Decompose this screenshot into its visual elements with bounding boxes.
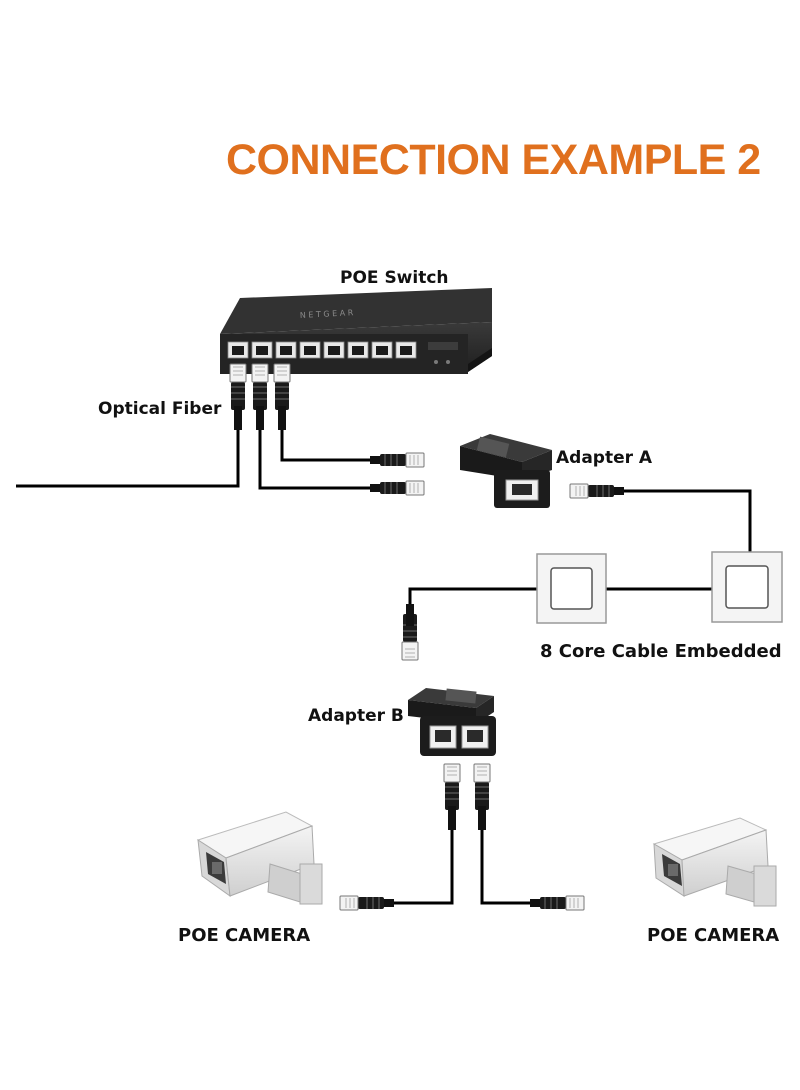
adapter-a-output-plug [569,483,625,499]
adapter-b-input-plug [401,603,419,661]
poe-switch-icon: N E T G E A R [220,288,492,374]
cables [16,420,752,905]
cable-adapter-b-to-camera-left [380,828,454,905]
adapter-b-icon [408,688,496,756]
adapter-a-input-plug-1 [369,452,425,468]
camera-right-plug [529,895,585,911]
camera-icon-2 [652,817,777,907]
poe-switch-label: POE Switch [340,268,449,288]
optical-fiber-cable [16,420,240,488]
cable-adapter-a-to-wall [622,489,752,552]
camera-left-label: POE CAMERA [178,925,311,946]
wall-socket-icon [536,553,607,624]
cable-embedded-label: 8 Core Cable Embedded [540,641,782,662]
adapter-a-icon [460,434,552,508]
adapter-a-input-plug-2 [369,480,425,496]
camera-icon [196,811,323,905]
svg-text:N E T G E A R: N E T G E A R [300,308,354,320]
cable-switch-to-adapter-a-1 [258,420,372,490]
cable-wall-to-adapter-b [408,587,537,620]
diagram-title: CONNECTION EXAMPLE 2 [226,136,761,184]
camera-right-label: POE CAMERA [647,925,780,946]
camera-left-plug [339,895,395,911]
cable-switch-to-adapter-a-2 [280,420,372,462]
adapter-a-label: Adapter A [556,448,653,468]
wall-socket-icon-2 [711,551,783,623]
optical-fiber-label: Optical Fiber [98,399,222,419]
cable-adapter-b-to-camera-right [480,828,530,905]
adapter-b-label: Adapter B [308,706,404,726]
